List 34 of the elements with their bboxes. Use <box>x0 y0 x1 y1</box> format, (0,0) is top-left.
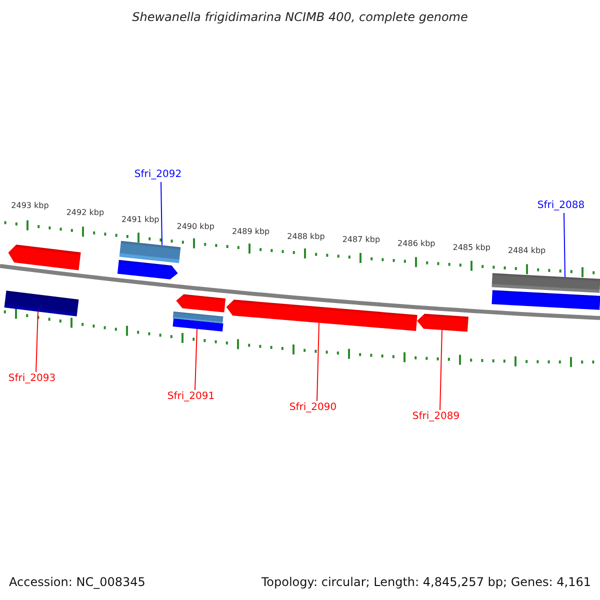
gene-label: Sfri_2093 <box>8 373 56 385</box>
scale-label: 2491 kbp <box>122 214 160 224</box>
genome-info: Topology: circular; Length: 4,845,257 bp; Genes: 4,161 <box>261 575 591 589</box>
gene-block <box>172 318 224 332</box>
gene-block <box>492 273 600 293</box>
leader-line <box>36 310 38 372</box>
scale-label: 2486 kbp <box>398 238 436 248</box>
scale-label: 2487 kbp <box>342 234 380 244</box>
scale-label: 2484 kbp <box>508 246 546 254</box>
leader-line <box>440 328 442 410</box>
gene-block <box>4 290 79 316</box>
gene-label: Sfri_2090 <box>289 402 337 414</box>
scale-label: 2488 kbp <box>287 232 325 240</box>
genome-info: Accession: NC_008345 <box>9 575 146 589</box>
title: Shewanella frigidimarina NCIMB 400, complete genome <box>131 10 469 24</box>
scale-label: 2492 kbp <box>66 208 104 216</box>
gene-label: Sfri_2088 <box>537 200 585 212</box>
leader-line <box>194 328 198 390</box>
gene-block <box>172 311 224 323</box>
scale-label: 2493 kbp <box>11 200 49 210</box>
leader-line <box>564 212 566 278</box>
gene-label: Sfri_2091 <box>167 391 215 403</box>
scale-label: 2489 kbp <box>232 226 270 236</box>
gene-block <box>492 290 600 310</box>
gene-feature <box>416 312 468 332</box>
scale-label: 2485 kbp <box>452 242 490 252</box>
gene-feature <box>7 244 81 270</box>
gene-feature <box>175 294 226 312</box>
gene-label: Sfri_2089 <box>412 411 460 423</box>
scale-label: 2490 kbp <box>176 222 214 230</box>
leader-line <box>316 322 320 402</box>
gene-label: Sfri_2092 <box>134 169 182 181</box>
gene-block <box>119 240 181 264</box>
gene-feature <box>117 260 179 280</box>
